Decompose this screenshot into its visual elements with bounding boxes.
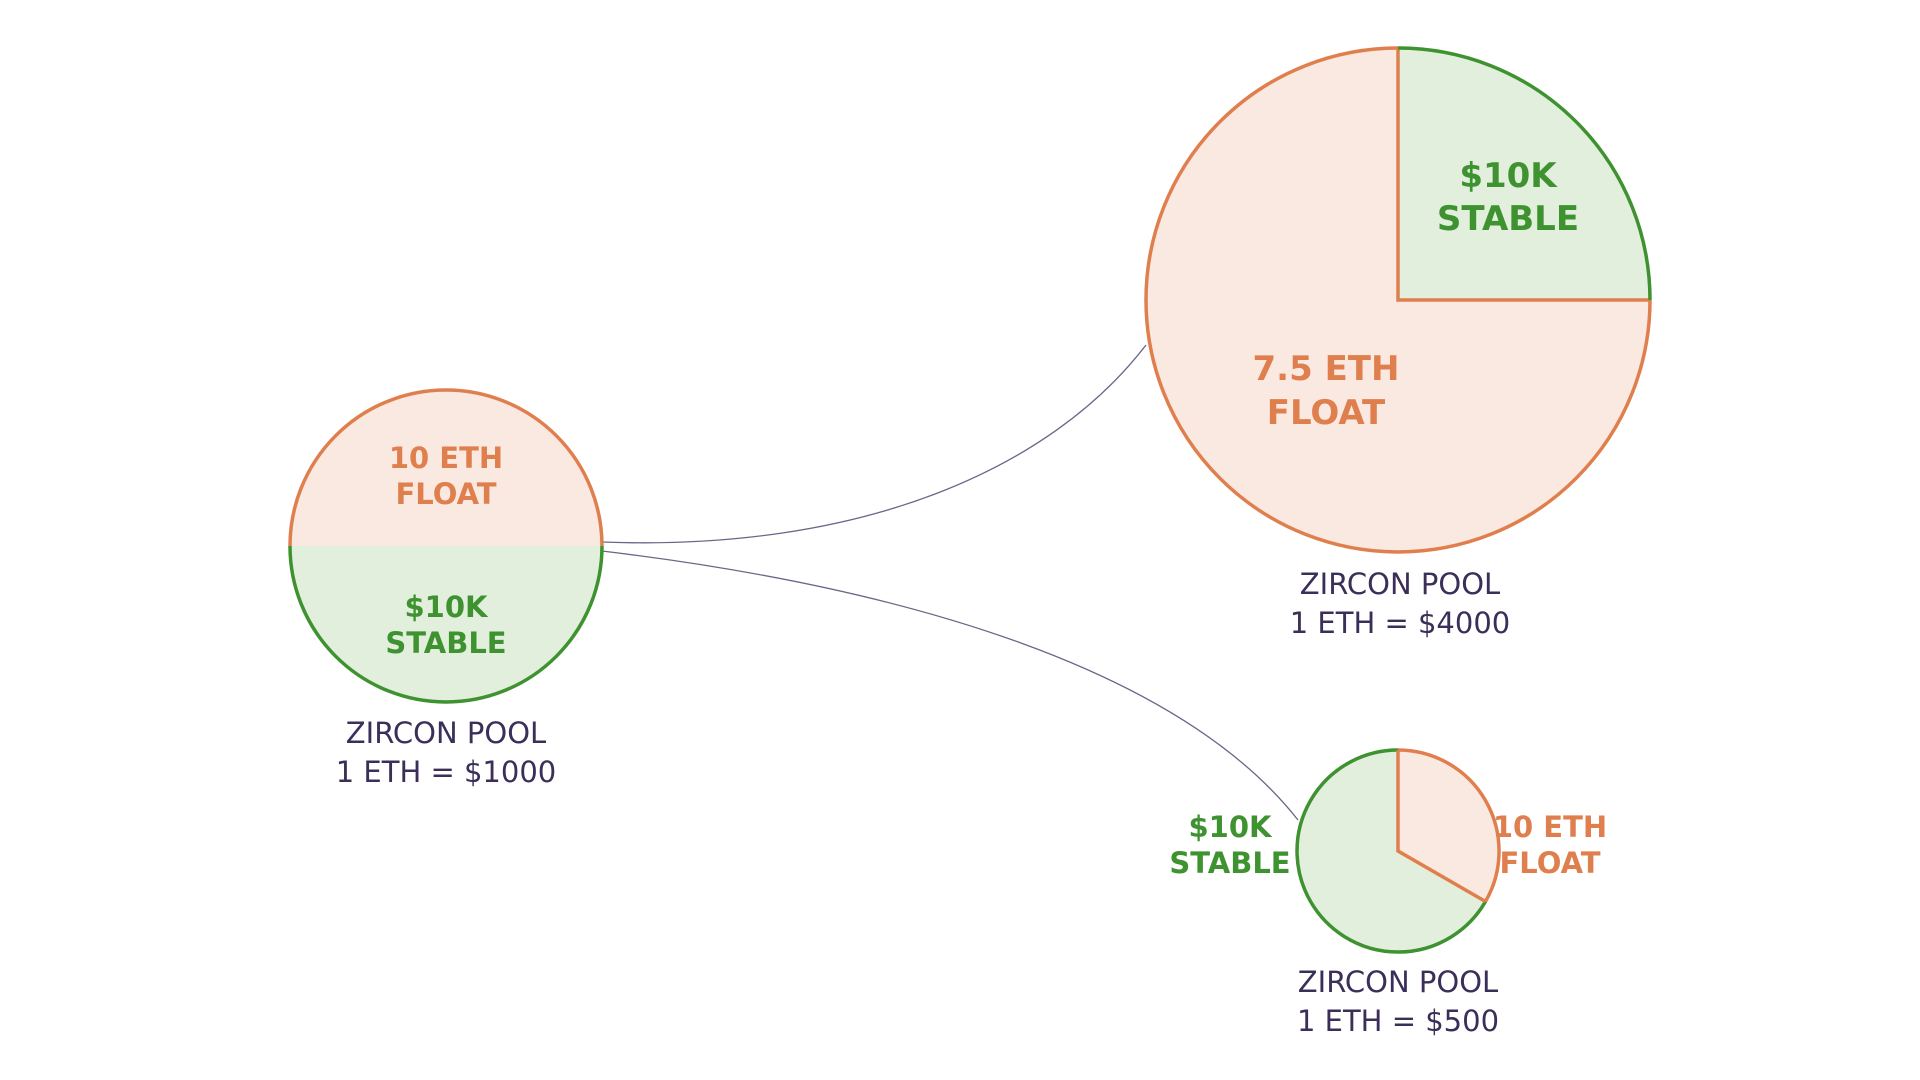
pool-4000-stable-amount: $10K [1459, 156, 1558, 196]
connector-to-4000-pool [601, 344, 1147, 544]
pool-500-price: 1 ETH = $500 [1297, 1004, 1499, 1038]
pool-1000-stable-amount: $10K [404, 590, 489, 624]
pool-1000: 10 ETH FLOAT $10K STABLE ZIRCON POOL 1 E… [288, 388, 604, 789]
pool-4000-float-caption: FLOAT [1267, 393, 1386, 433]
pool-500-stable-outline [1295, 748, 1488, 954]
pool-1000-title: ZIRCON POOL [346, 716, 546, 750]
pool-4000-stable-caption: STABLE [1437, 199, 1579, 239]
connector-to-500-pool [601, 550, 1299, 821]
pool-4000-float-outline [1144, 46, 1652, 554]
pool-4000-stable-outline [1397, 46, 1652, 301]
pool-500: $10K STABLE 10 ETH FLOAT ZIRCON POOL 1 E… [1169, 748, 1607, 1038]
pool-500-float-caption: FLOAT [1499, 846, 1600, 880]
pool-1000-price: 1 ETH = $1000 [336, 755, 557, 789]
pool-500-stable-amount: $10K [1188, 810, 1273, 844]
pool-1000-stable-caption: STABLE [385, 626, 506, 660]
pool-1000-stable-segment [290, 546, 602, 702]
pool-500-divider [1396, 750, 1487, 904]
pool-1000-float-amount: 10 ETH [389, 441, 503, 475]
pool-500-stable-caption: STABLE [1169, 846, 1290, 880]
pool-500-float-outline [1397, 748, 1501, 903]
pool-1000-float-segment [290, 390, 602, 546]
pool-4000-stable-segment [1398, 48, 1650, 300]
pool-1000-stable-outline [288, 545, 604, 704]
pool-4000-price: 1 ETH = $4000 [1290, 606, 1511, 640]
pool-4000: $10K STABLE 7.5 ETH FLOAT ZIRCON POOL 1 … [1144, 46, 1652, 640]
pool-1000-float-caption: FLOAT [395, 477, 496, 511]
pool-4000-divider [1396, 48, 1650, 302]
pool-500-stable-segment [1297, 750, 1486, 952]
pool-500-title: ZIRCON POOL [1298, 965, 1498, 999]
pool-4000-float-amount: 7.5 ETH [1253, 349, 1400, 389]
pool-500-float-amount: 10 ETH [1493, 810, 1607, 844]
pool-1000-float-outline [288, 388, 604, 547]
pool-4000-title: ZIRCON POOL [1300, 567, 1500, 601]
